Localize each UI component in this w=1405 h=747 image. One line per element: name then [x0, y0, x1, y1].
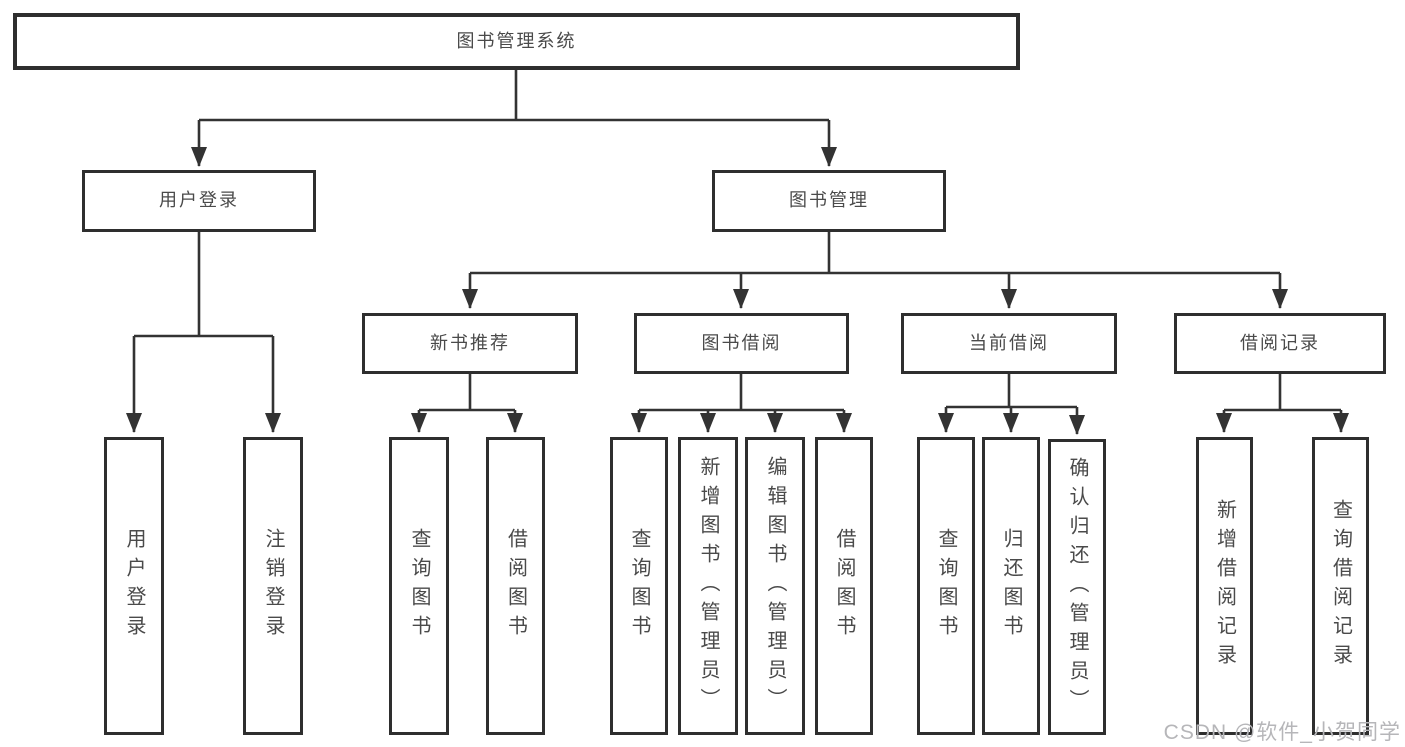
node-current-borrow: 当前借阅 — [901, 313, 1117, 374]
node-query-borrow-record: 查询借阅记录 — [1312, 437, 1369, 735]
node-root: 图书管理系统 — [13, 13, 1020, 70]
node-query-books-2: 查询图书 — [610, 437, 668, 735]
node-new-book-recommend: 新书推荐 — [362, 313, 578, 374]
arrow-drops — [126, 120, 1349, 435]
node-borrow-books-2: 借阅图书 — [815, 437, 873, 735]
node-return-books: 归还图书 — [982, 437, 1040, 735]
node-query-books-3: 查询图书 — [917, 437, 975, 735]
csdn-watermark: CSDN @软件_小贺同学 — [1163, 721, 1401, 744]
node-edit-book-admin: 编辑图书（管理员） — [745, 437, 805, 735]
node-borrow-records: 借阅记录 — [1174, 313, 1386, 374]
node-add-borrow-record: 新增借阅记录 — [1196, 437, 1253, 735]
node-query-books-1: 查询图书 — [389, 437, 449, 735]
node-add-book-admin: 新增图书（管理员） — [678, 437, 738, 735]
node-leaf-user-login: 用户登录 — [104, 437, 164, 735]
branch-bars — [134, 70, 1341, 412]
node-book-borrow: 图书借阅 — [634, 313, 849, 374]
node-book-management: 图书管理 — [712, 170, 946, 232]
node-confirm-return-admin: 确认归还（管理员） — [1048, 439, 1106, 735]
node-leaf-logout: 注销登录 — [243, 437, 303, 735]
node-user-login: 用户登录 — [82, 170, 316, 232]
node-borrow-books-1: 借阅图书 — [486, 437, 545, 735]
